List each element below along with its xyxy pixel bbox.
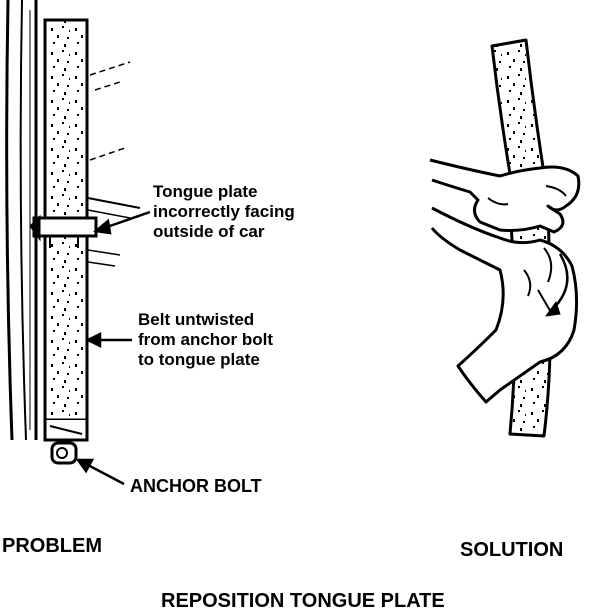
tongue-plate-callout-line-3: outside of car [153,222,265,241]
upper-hand [429,158,581,234]
anchor-bolt [50,441,78,465]
belt-untwisted-callout-line-3: to tongue plate [138,350,260,369]
tongue-plate-callout-line-1: Tongue plate [153,182,258,201]
tongue-plate [29,214,98,248]
problem-caption: PROBLEM [2,535,102,557]
figure-title: REPOSITION TONGUE PLATE [161,590,445,612]
solution-caption: SOLUTION [460,539,564,561]
anchor-bolt-label: ANCHOR BOLT [130,476,262,496]
solution-belt-upper [490,38,547,188]
solution-illustration [429,38,581,438]
tongue-plate-callout-line-2: incorrectly facing [153,202,295,221]
callout-arrows [75,210,151,486]
belt-untwisted-callout: Belt untwisted from anchor bolt to tongu… [138,310,273,370]
problem-illustration [5,0,141,465]
belt-untwisted-callout-line-1: Belt untwisted [138,310,255,329]
door-pillar [5,0,14,441]
anchor-bolt-arrow [85,462,125,486]
lower-hand [430,206,579,404]
tongue-plate-callout: Tongue plate incorrectly facing outside … [153,182,295,242]
belt-untwisted-callout-line-2: from anchor bolt [138,330,274,349]
tongue-plate-arrow [103,210,151,230]
